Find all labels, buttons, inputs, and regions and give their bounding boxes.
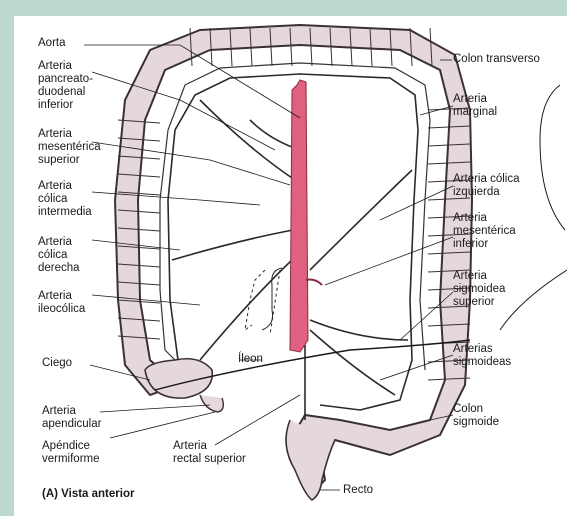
label-apendicular: Arteria apendicular — [42, 405, 101, 431]
label-mesenterica-superior: Arteria mesentérica superior — [38, 128, 101, 167]
label-aorta: Aorta — [38, 37, 66, 50]
label-ileon: Íleon — [238, 353, 263, 366]
label-colon-sigmoide: Colon sigmoide — [453, 403, 499, 429]
mesentery-outline — [500, 85, 567, 330]
label-colica-izquierda: Arteria cólica izquierda — [453, 173, 519, 199]
label-sigmoideas: Arterias sigmoideas — [453, 343, 511, 369]
leader-marginal — [420, 106, 453, 115]
leader-apendicular — [100, 405, 210, 412]
aorta-vessel — [290, 80, 308, 352]
middle-colic-artery — [200, 100, 295, 180]
leader-sigmoideas — [380, 355, 453, 380]
label-ileocolica: Arteria ileocólica — [38, 290, 85, 316]
leader-mesenterica-inferior — [325, 237, 453, 285]
label-ciego: Ciego — [42, 357, 72, 370]
leader-ileocolica — [92, 295, 200, 305]
label-colica-intermedia: Arteria cólica intermedia — [38, 180, 92, 219]
appendix — [200, 395, 223, 412]
inferior-mesenteric-branch — [306, 280, 322, 285]
leader-apendice — [110, 412, 215, 438]
left-colic-artery — [310, 170, 412, 270]
ileocolic-artery — [200, 260, 292, 360]
label-sigmoidea-superior: Arteria sigmoidea superior — [453, 270, 505, 309]
label-pancreatoduodenal: Arteria pancreato- duodenal inferior — [38, 60, 93, 112]
figure-caption: (A) Vista anterior — [42, 488, 134, 501]
label-recto: Recto — [343, 484, 373, 497]
sigmoid-arteries — [310, 320, 408, 395]
label-rectal-superior: Arteria rectal superior — [173, 440, 246, 466]
label-colon-transverso: Colon transverso — [453, 53, 540, 66]
label-apendice: Apéndice vermiforme — [42, 440, 100, 466]
label-mesenterica-inferior: Arteria mesentérica inferior — [453, 212, 516, 251]
label-colica-derecha: Arteria cólica derecha — [38, 236, 80, 275]
right-colic-artery — [172, 230, 293, 260]
label-marginal: Arteria marginal — [453, 93, 497, 119]
